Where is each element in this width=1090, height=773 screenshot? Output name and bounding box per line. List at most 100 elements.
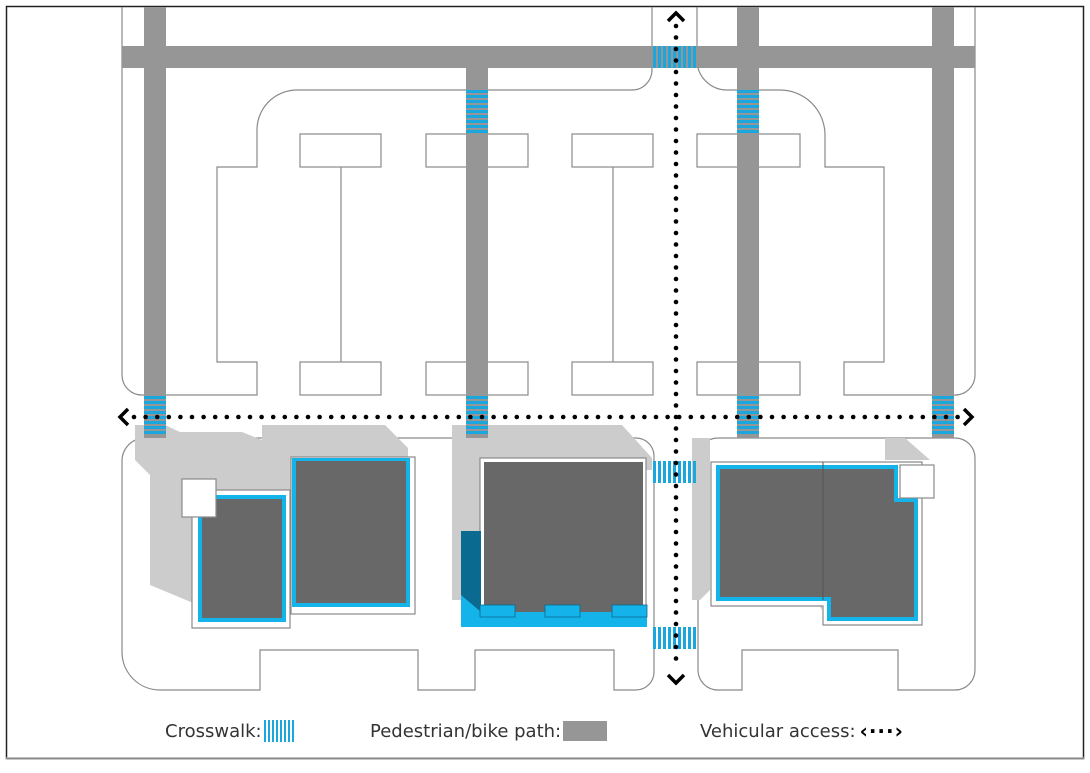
crosswalk-stripe xyxy=(932,401,954,404)
vehicular-dot xyxy=(688,414,694,420)
north-west-block-outline xyxy=(121,7,653,396)
crosswalk-stripe xyxy=(737,401,759,404)
vehicular-dot xyxy=(189,414,195,420)
vehicular-dot xyxy=(618,414,624,420)
building-c xyxy=(461,457,648,627)
crosswalk-stripe xyxy=(932,431,954,434)
vehicular-dot xyxy=(444,414,450,420)
path-swatch-icon xyxy=(563,721,608,741)
legend-path: Pedestrian/bike path: xyxy=(370,716,608,746)
west-path xyxy=(144,7,166,438)
crosswalk-stripe xyxy=(466,406,488,409)
crosswalk-stripe xyxy=(932,416,954,419)
crosswalk-stripe xyxy=(144,401,166,404)
vehicular-dot xyxy=(920,414,926,420)
crosswalk-stripe xyxy=(693,461,696,483)
crosswalk-stripe xyxy=(737,411,759,414)
buildings xyxy=(181,456,935,629)
vehicular-dot xyxy=(673,437,679,443)
crosswalk-stripe xyxy=(466,421,488,424)
crosswalk-stripe xyxy=(673,627,676,649)
vehicular-dot xyxy=(673,276,679,282)
vehicular-dot xyxy=(673,150,679,155)
crosswalk-stripe xyxy=(678,461,681,483)
vehicular-dot xyxy=(673,173,679,178)
vehicular-dot xyxy=(642,414,647,420)
vehicular-dot xyxy=(673,92,679,98)
crosswalk-stripe xyxy=(466,130,488,133)
vehicular-dot xyxy=(673,380,679,385)
crosswalk-stripe xyxy=(466,125,488,128)
vehicular-dot xyxy=(673,575,679,581)
path-shadow-east xyxy=(692,438,930,610)
vehicular-dot xyxy=(673,449,679,454)
vehicular-arrow-icon: ‹···› xyxy=(859,719,904,743)
building-b xyxy=(290,456,416,615)
vehicular-dot xyxy=(468,414,473,420)
vehicular-dot xyxy=(943,414,949,420)
vehicular-dot xyxy=(746,414,752,420)
crosswalk-stripe xyxy=(144,411,166,414)
crosswalk-stripe xyxy=(737,120,759,123)
vehicular-dot xyxy=(850,414,856,420)
crosswalk-stripe xyxy=(658,461,661,483)
vehicular-dot xyxy=(673,184,679,190)
pedestrian-paths xyxy=(122,7,975,438)
vehicular-dot xyxy=(673,253,679,259)
vehicular-dot xyxy=(676,414,682,420)
vehicular-dot xyxy=(673,311,679,316)
vehicular-dot xyxy=(328,414,334,420)
crosswalk-stripe xyxy=(737,100,759,103)
crosswalk-stripe xyxy=(668,461,671,483)
vehicular-dot xyxy=(673,58,679,63)
vehicular-dot xyxy=(673,472,679,477)
crosswalk-stripe xyxy=(466,401,488,404)
vehicular-dot xyxy=(352,414,357,420)
vehicular-dot xyxy=(673,81,679,86)
crosswalk-stripe xyxy=(466,90,488,93)
crosswalk-stripe xyxy=(466,100,488,103)
vehicular-dot xyxy=(584,414,589,420)
vehicular-dot xyxy=(178,414,183,420)
crosswalk-stripe xyxy=(144,406,166,409)
vehicular-dot xyxy=(673,644,679,650)
entry-plaza xyxy=(461,595,647,627)
vehicular-dot xyxy=(827,414,833,420)
vehicular-dot xyxy=(673,633,679,638)
vehicular-dot xyxy=(247,414,253,420)
vehicular-dot xyxy=(282,414,288,420)
vehicular-dot xyxy=(166,414,172,420)
crosswalk-stripe xyxy=(663,627,666,649)
crosswalk-stripe xyxy=(663,46,666,68)
vehicular-dot xyxy=(673,529,679,535)
vehicular-dot xyxy=(874,414,879,420)
crosswalk-stripe xyxy=(737,421,759,424)
vehicular-dot xyxy=(595,414,601,420)
crosswalk-stripe xyxy=(932,421,954,424)
vehicular-dot xyxy=(673,242,679,247)
crosswalk-stripe xyxy=(737,431,759,434)
vehicular-dot xyxy=(673,138,679,144)
vehicular-dot xyxy=(673,299,679,305)
vehicular-dot xyxy=(673,483,679,489)
vehicular-dot xyxy=(932,414,937,420)
vehicular-dot xyxy=(491,414,496,420)
vehicular-dot xyxy=(897,414,902,420)
vehicular-dot xyxy=(673,345,679,351)
vehicular-dot xyxy=(758,414,763,420)
crosswalk-stripe xyxy=(466,416,488,419)
crosswalk-stripe xyxy=(466,115,488,118)
arrow-right-icon xyxy=(962,407,975,427)
vehicular-dot xyxy=(673,426,679,431)
vehicular-dot xyxy=(673,69,679,75)
crosswalk-stripe xyxy=(466,411,488,414)
vehicular-dot xyxy=(421,414,427,420)
vehicular-dot xyxy=(673,506,679,512)
vehicular-dot xyxy=(673,207,679,213)
vehicular-dot xyxy=(792,414,798,420)
vehicular-dot xyxy=(673,621,679,627)
arrow-down-icon xyxy=(666,673,686,686)
vehicular-dot xyxy=(375,414,380,420)
vehicular-dot xyxy=(673,127,679,132)
vehicular-dot xyxy=(363,414,369,420)
